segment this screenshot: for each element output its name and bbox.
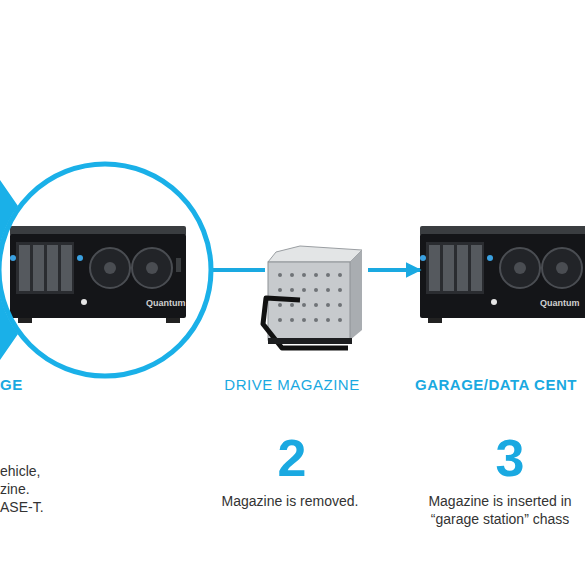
stage-node: DRIVE MAGAZINE2Magazine is removed.	[265, 248, 368, 352]
server-chassis	[420, 226, 585, 323]
stage-heading: GARAGE/DATA CENT	[415, 376, 577, 394]
stage-heading: GE	[0, 376, 23, 394]
step-description: ehicle, zine. ASE-T.	[0, 462, 60, 516]
drive-magazine	[263, 246, 362, 348]
zoom-circle	[0, 162, 213, 378]
flow-arrow	[368, 268, 420, 272]
brand-logo: Quantum	[146, 298, 186, 308]
step-description: Magazine is inserted in “garage station”…	[416, 492, 584, 528]
server-chassis	[10, 226, 186, 323]
stage-node: GEehicle, zine. ASE-T.	[0, 162, 213, 378]
flow-arrow	[213, 268, 265, 272]
step-description: Magazine is removed.	[200, 492, 380, 510]
step-number: 2	[212, 430, 372, 486]
stage-heading: DRIVE MAGAZINE	[212, 376, 372, 394]
step-number: 3	[430, 430, 585, 486]
brand-logo: Quantum	[540, 298, 580, 308]
